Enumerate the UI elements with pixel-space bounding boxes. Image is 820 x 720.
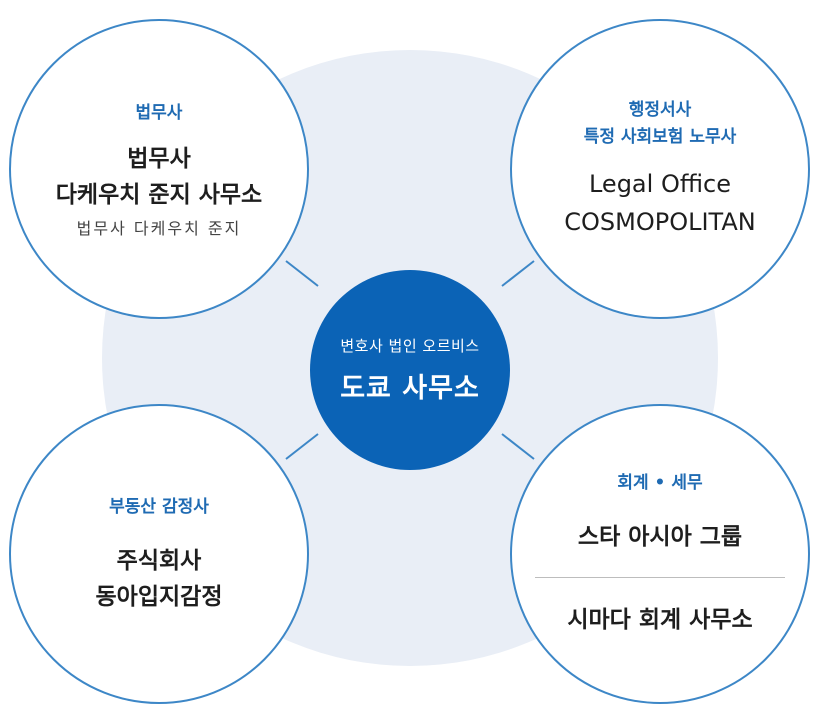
firm-name-1: 스타 아시아 그룹 [577, 524, 743, 550]
connector-top-right [501, 260, 535, 287]
office-name-line-1: 주식회사 [116, 547, 202, 574]
connector-top-left [285, 260, 319, 287]
category-label: 법무사 [135, 102, 183, 123]
center-name: 도쿄 사무소 [340, 373, 480, 404]
center-category: 변호사 법인 오르비스 [340, 337, 480, 355]
category-label-line-2: 특정 사회보험 노무사 [583, 127, 737, 147]
accounting-tax-circle: 회계 • 세무 스타 아시아 그룹 시마다 회계 사무소 [510, 404, 810, 704]
office-subtitle: 법무사 다케우치 준지 [76, 218, 242, 238]
judicial-scrivener-circle: 법무사 법무사 다케우치 준지 사무소 법무사 다케우치 준지 [9, 19, 309, 319]
real-estate-appraiser-circle: 부동산 감정사 주식회사 동아입지감정 [9, 404, 309, 704]
category-label-line-1: 행정서사 [628, 100, 692, 120]
center-circle: 변호사 법인 오르비스 도쿄 사무소 [310, 270, 510, 470]
office-name-line-2: 동아입지감정 [95, 583, 223, 610]
connector-bottom-left [285, 433, 319, 460]
office-name-line-1: 법무사 [127, 145, 191, 172]
office-name-line-1: Legal Office [588, 170, 731, 198]
category-label: 회계 • 세무 [617, 473, 703, 493]
administrative-scrivener-circle: 행정서사 특정 사회보험 노무사 Legal Office COSMOPOLIT… [510, 19, 810, 319]
category-label: 부동산 감정사 [109, 496, 209, 517]
connector-bottom-right [501, 433, 535, 460]
office-name-line-2: COSMOPOLITAN [564, 208, 756, 236]
divider [535, 577, 785, 578]
firm-name-2: 시마다 회계 사무소 [567, 607, 753, 633]
office-name-line-2: 다케우치 준지 사무소 [55, 181, 263, 208]
